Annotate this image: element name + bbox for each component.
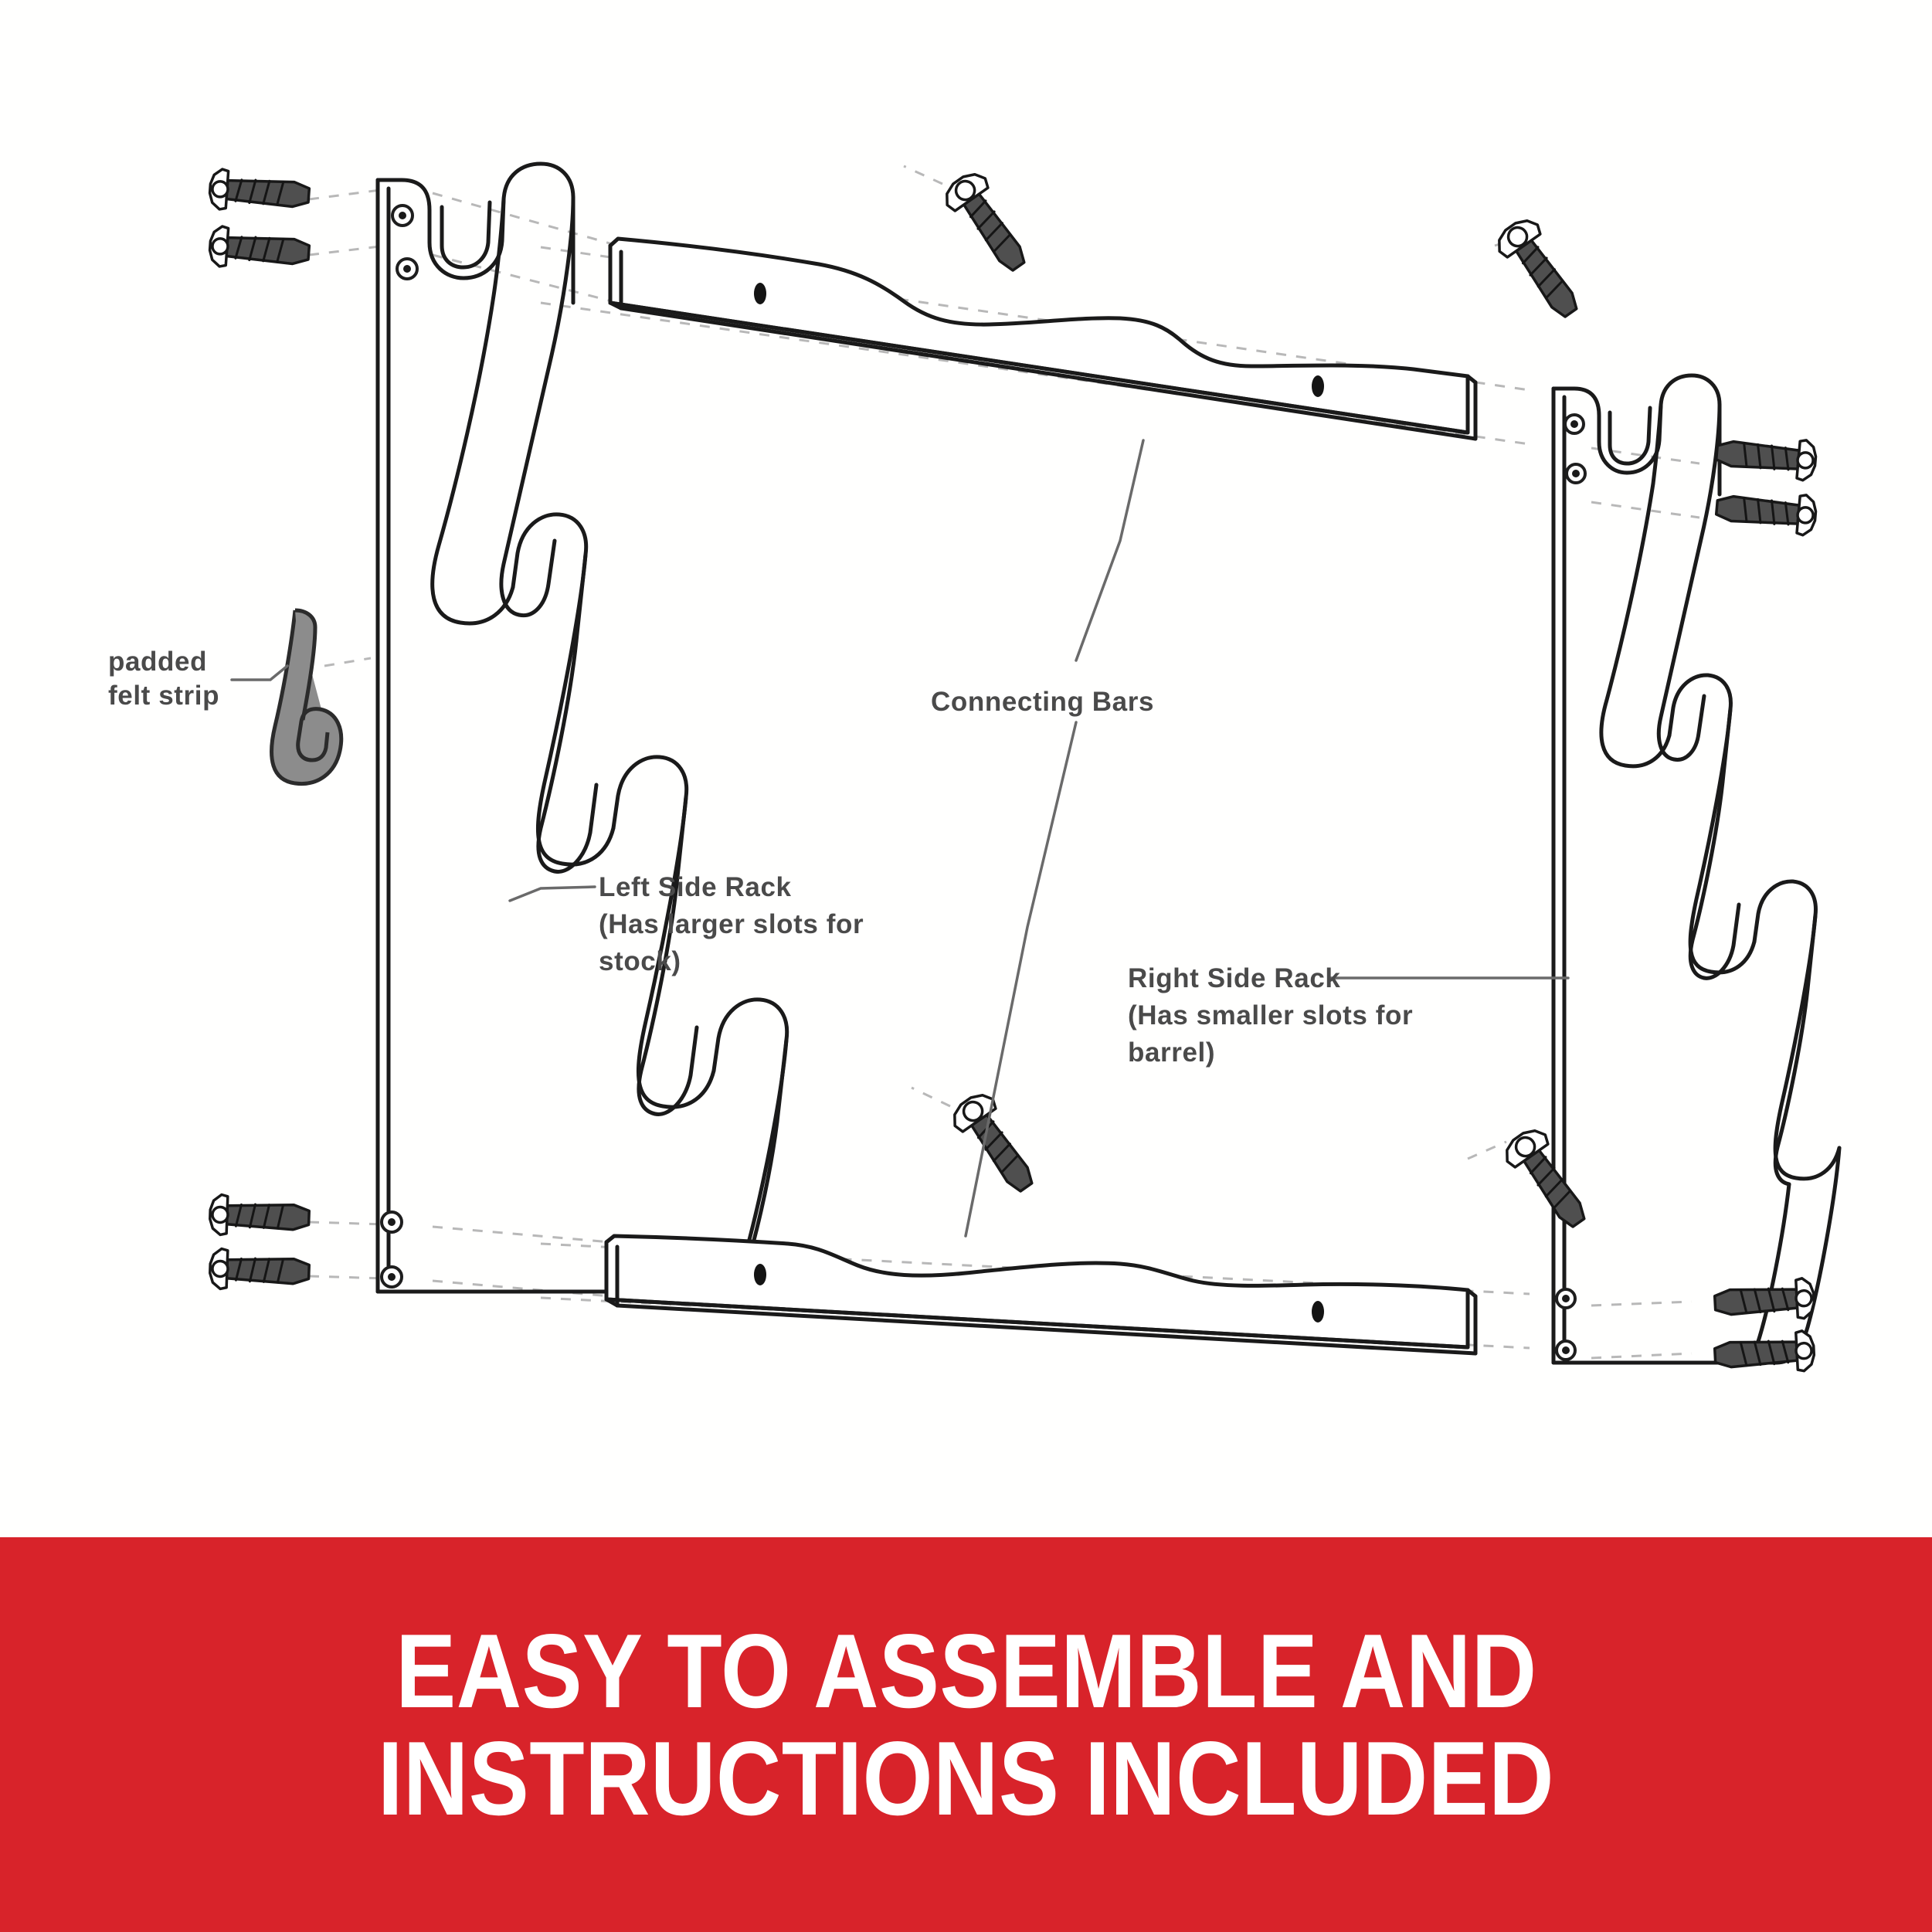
mounting-screw	[207, 167, 312, 217]
bar-screw-hole	[1312, 1301, 1324, 1323]
left-side-rack	[375, 161, 789, 1294]
left-side-rack-label-line3: stock)	[599, 946, 681, 976]
mounting-screw	[208, 1247, 311, 1294]
label-connecting-bars: Connecting Bars	[931, 439, 1154, 1238]
padded-felt-strip-label-line1: padded	[108, 647, 207, 677]
banner-line-1: EASY TO ASSEMBLE AND	[395, 1611, 1537, 1730]
connecting-bars-label: Connecting Bars	[931, 687, 1154, 717]
mounting-screw	[1490, 212, 1591, 328]
connecting-bar-top	[608, 236, 1478, 441]
label-left-side-rack: Left Side Rack (Has larger slots for sto…	[508, 872, 864, 976]
label-padded-felt-strip: padded felt strip	[108, 647, 289, 711]
bar-screw-hole	[754, 283, 766, 304]
promo-banner: EASY TO ASSEMBLE AND INSTRUCTIONS INCLUD…	[0, 1537, 1932, 1932]
banner-line-2: INSTRUCTIONS INCLUDED	[377, 1719, 1555, 1837]
padded-felt-strip	[270, 608, 344, 786]
assembly-diagram: padded felt strip Left Side Rack (Has la…	[108, 161, 1842, 1377]
left-side-rack-label-line1: Left Side Rack	[599, 872, 792, 902]
mounting-screw	[938, 165, 1039, 281]
padded-felt-strip-label-line2: felt strip	[108, 681, 219, 711]
label-right-side-rack: Right Side Rack (Has smaller slots for b…	[1128, 963, 1570, 1068]
mounting-screw	[208, 1193, 311, 1240]
right-side-rack-label-line1: Right Side Rack	[1128, 963, 1340, 993]
connecting-bar-bottom	[604, 1234, 1478, 1356]
bar-screw-hole	[754, 1264, 766, 1285]
mounting-screw	[1498, 1122, 1599, 1238]
right-side-rack-label-line2: (Has smaller slots for	[1128, 1000, 1413, 1031]
mounting-screw	[946, 1086, 1047, 1202]
left-side-rack-label-line2: (Has larger slots for	[599, 909, 864, 939]
mounting-screw	[1713, 486, 1819, 538]
right-side-rack-label-line3: barrel)	[1128, 1037, 1215, 1068]
mounting-screw	[1713, 1329, 1817, 1377]
mounting-screw	[207, 224, 312, 274]
diagram-canvas: padded felt strip Left Side Rack (Has la…	[108, 161, 1842, 1377]
mounting-screw	[1713, 431, 1819, 483]
bar-screw-hole	[1312, 375, 1324, 397]
